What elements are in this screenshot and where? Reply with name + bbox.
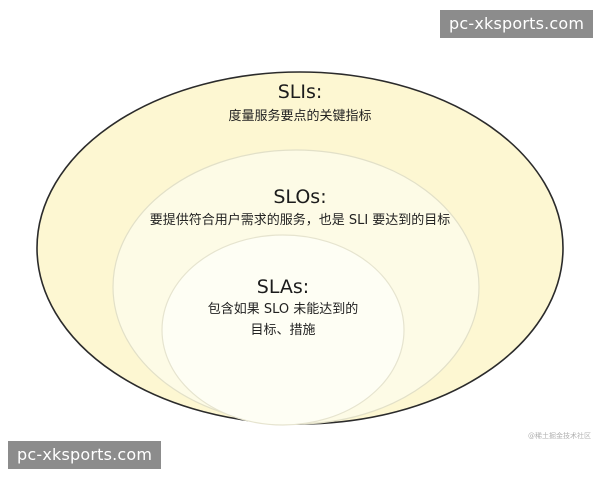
slo-description: 要提供符合用户需求的服务，也是 SLI 要达到的目标 [149, 213, 451, 228]
sli-description: 度量服务要点的关键指标 [228, 109, 372, 124]
sla-ellipse [161, 234, 405, 426]
watermark-top: pc-xksports.com [440, 10, 594, 38]
sla-title: SLAs: [256, 276, 310, 298]
slo-title: SLOs: [273, 186, 327, 208]
sla-description-line2: 目标、措施 [250, 323, 316, 338]
sli-title: SLIs: [277, 81, 323, 103]
watermark-bottom: pc-xksports.com [8, 441, 162, 469]
sla-description-line1: 包含如果 SLO 未能达到的 [207, 302, 359, 317]
source-tag: @稀土掘金技术社区 [528, 432, 591, 440]
